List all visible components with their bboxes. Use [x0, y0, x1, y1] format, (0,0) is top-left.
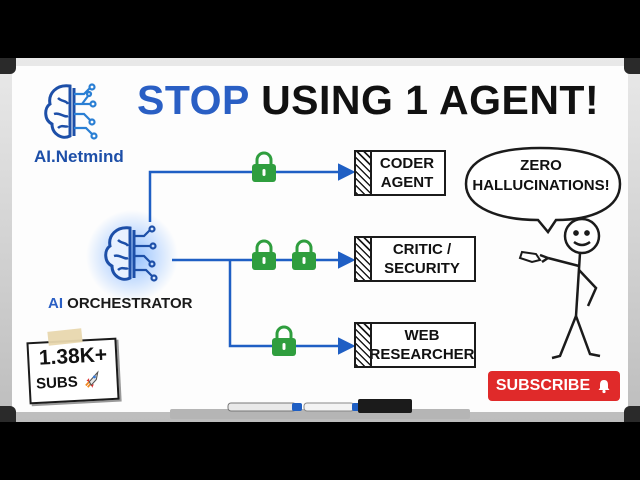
marker-cap [292, 403, 302, 411]
agent-line: CODER [379, 155, 435, 172]
rocket-icon [85, 370, 99, 388]
speech-bubble-text: ZERO HALLUCINATIONS! [466, 156, 616, 196]
subscriber-label: SUBS [35, 370, 101, 393]
orchestrator-label-ai: AI [48, 295, 63, 312]
lock-icon [252, 239, 276, 270]
bubble-line: ZERO [520, 157, 562, 174]
orchestrator-glow [86, 210, 178, 302]
bubble-line: HALLUCINATIONS! [472, 177, 610, 194]
bell-icon [598, 380, 610, 394]
orchestrator-label-rest: ORCHESTRATOR [67, 295, 193, 312]
frame-corner [0, 58, 16, 74]
page-title: STOP USING 1 AGENT! [137, 80, 599, 121]
box-hatch [356, 238, 372, 280]
eraser [358, 399, 412, 413]
brand-brain-icon [44, 83, 98, 140]
marker-pen [227, 402, 297, 412]
agent-line: CRITIC / [392, 241, 452, 258]
agent-line: AGENT [380, 174, 434, 191]
agent-box-text: WEB RESEARCHER [356, 326, 475, 364]
orchestrator-label: AI ORCHESTRATOR [48, 295, 192, 312]
frame-corner [624, 406, 640, 422]
agent-box-critic: CRITIC / SECURITY [354, 236, 476, 282]
agent-box-text: CODER AGENT [366, 154, 434, 192]
subscribe-button[interactable]: SUBSCRIBE [488, 371, 620, 401]
brand-name: AI.Netmind [34, 147, 124, 166]
agent-box-text: CRITIC / SECURITY [370, 240, 460, 278]
subscriber-count: 1.38K+ [38, 343, 108, 370]
frame-corner [0, 406, 16, 422]
marker-pen [303, 402, 355, 412]
subscribe-button-label: SUBSCRIBE [495, 377, 591, 394]
stick-figure [539, 217, 601, 360]
arrow-to-researcher [228, 260, 356, 355]
title-rest: USING 1 AGENT! [261, 77, 600, 123]
agent-line: RESEARCHER [369, 346, 475, 363]
agent-line: WEB [404, 327, 440, 344]
speech-bubble [464, 146, 622, 235]
arrow-to-coder [148, 163, 356, 222]
lock-icon [252, 151, 276, 182]
lock-icon [292, 239, 316, 270]
subscriber-label-text: SUBS [35, 373, 79, 393]
lock-icon [272, 325, 296, 356]
agent-box-coder: CODER AGENT [354, 150, 446, 196]
box-hatch [356, 152, 372, 194]
agent-line: SECURITY [384, 260, 460, 277]
orchestrator-brain-icon [104, 225, 158, 282]
pointing-hand-icon [518, 250, 542, 264]
frame-corner [624, 58, 640, 74]
box-hatch [356, 324, 372, 366]
title-stop: STOP [137, 77, 250, 123]
agent-box-researcher: WEB RESEARCHER [354, 322, 476, 368]
